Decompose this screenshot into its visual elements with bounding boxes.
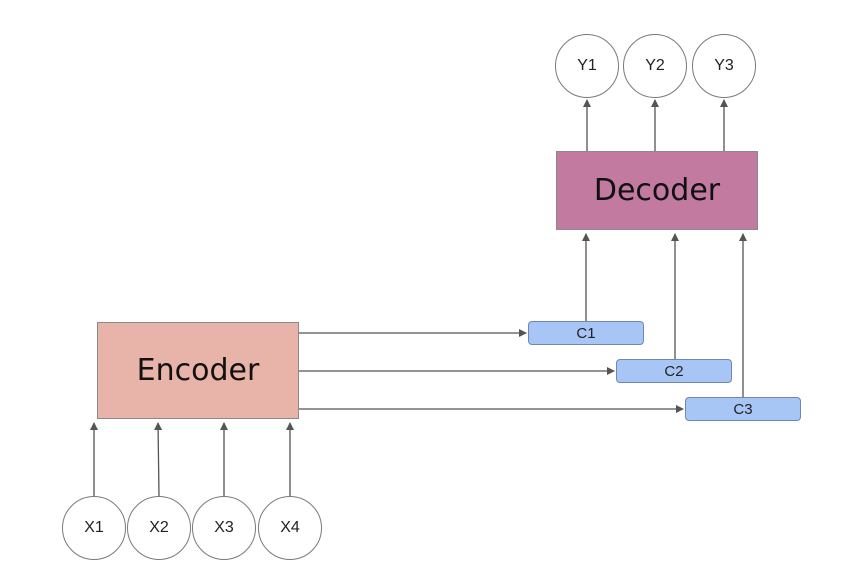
context-c2: C2 — [616, 359, 732, 383]
input-node-label: X4 — [280, 519, 300, 536]
decoder-label: Decoder — [593, 173, 721, 208]
context-label: C3 — [733, 400, 753, 418]
context-c3: C3 — [685, 397, 801, 421]
input-node-label: X1 — [84, 519, 104, 536]
input-node-x2: X2 — [127, 496, 191, 560]
arrow-x2-encoder — [154, 422, 163, 497]
input-node-x3: X3 — [192, 496, 256, 560]
decoder-block: Decoder — [556, 151, 758, 230]
encoder-block: Encoder — [97, 322, 299, 419]
output-node-label: Y1 — [577, 57, 597, 74]
output-node-y1: Y1 — [555, 34, 619, 98]
input-node-x4: X4 — [258, 496, 322, 560]
context-label: C1 — [576, 324, 596, 342]
output-node-label: Y2 — [645, 57, 665, 74]
context-c1: C1 — [528, 321, 644, 345]
input-node-label: X2 — [149, 519, 169, 536]
output-node-y3: Y3 — [692, 34, 756, 98]
output-node-y2: Y2 — [623, 34, 687, 98]
input-node-label: X3 — [214, 519, 234, 536]
output-node-label: Y3 — [714, 57, 734, 74]
input-node-x1: X1 — [62, 496, 126, 560]
encoder-label: Encoder — [136, 353, 260, 388]
context-label: C2 — [664, 362, 684, 380]
